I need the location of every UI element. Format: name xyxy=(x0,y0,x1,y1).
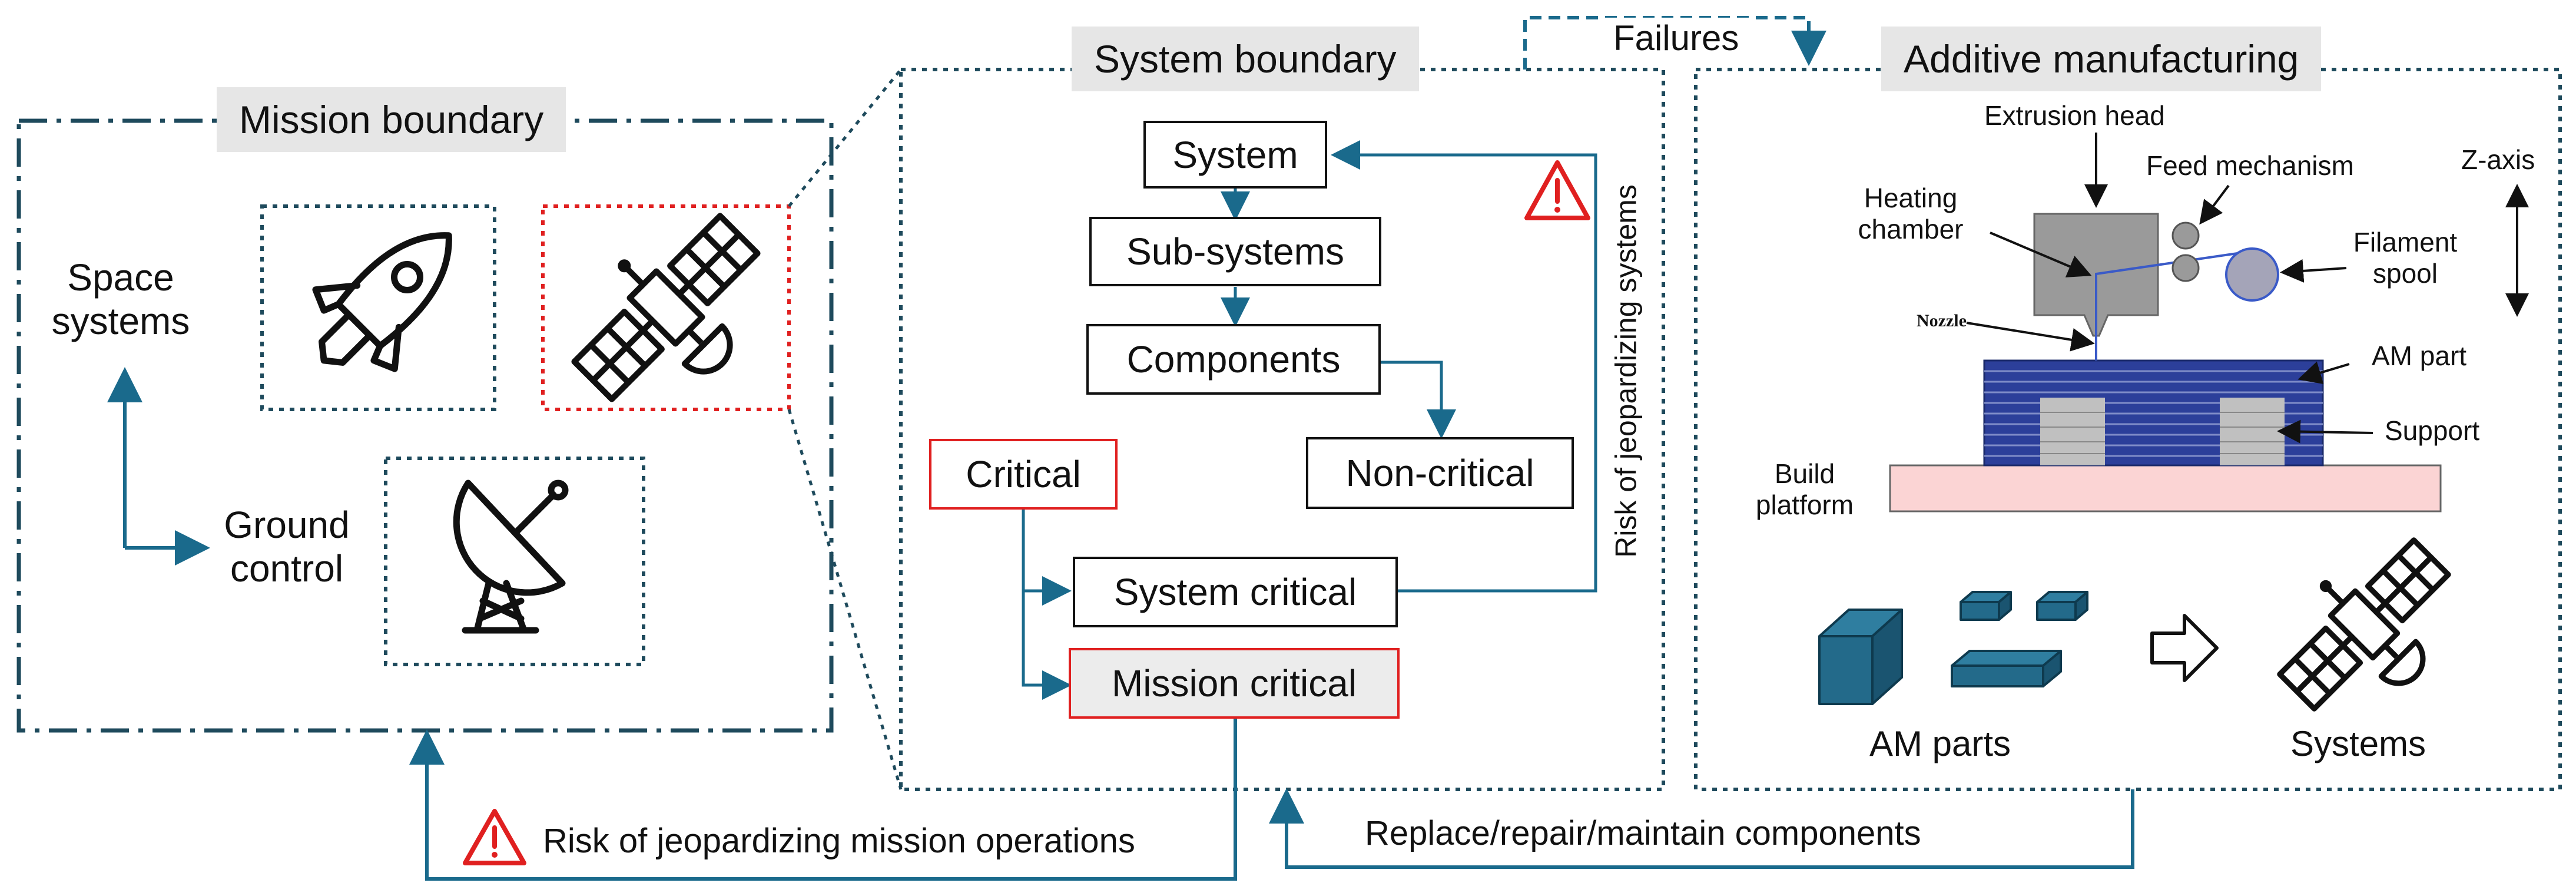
z-axis-label: Z-axis xyxy=(2461,144,2535,175)
rocket-frame xyxy=(260,204,496,411)
risk-mission-label: Risk of jeopardizing mission operations xyxy=(543,822,1135,860)
mission-boundary-frame xyxy=(16,118,834,733)
am-title: Additive manufacturing xyxy=(1881,27,2322,91)
am-parts-label: AM parts xyxy=(1869,724,2011,763)
ground-control-label: Ground control xyxy=(213,504,360,590)
subsystems-box: Sub-systems xyxy=(1089,217,1381,286)
build-line2: platform xyxy=(1755,489,1854,520)
satellite-icon xyxy=(571,213,761,402)
filament-spool-label: Filament spool xyxy=(2346,227,2464,289)
system-boundary-title: System boundary xyxy=(1072,27,1419,91)
space-line1: Space xyxy=(67,256,174,299)
support-right xyxy=(2220,398,2285,465)
warning-icon-bottom xyxy=(463,809,526,865)
nozzle-label: Nozzle xyxy=(1917,311,1967,330)
heating-line1: Heating xyxy=(1864,183,1958,213)
ground-antenna-icon xyxy=(453,480,569,634)
mission-critical-box: Mission critical xyxy=(1069,648,1400,719)
system-critical-box: System critical xyxy=(1073,557,1398,627)
risk-systems-loop xyxy=(1331,140,1597,593)
feed-roller-bottom xyxy=(2171,254,2200,282)
mission-boundary-title: Mission boundary xyxy=(217,87,566,152)
systems-label: Systems xyxy=(2290,724,2426,763)
heating-chamber-label: Heating chamber xyxy=(1837,183,1984,245)
failures-label: Failures xyxy=(1603,18,1750,58)
feed-mechanism-label: Feed mechanism xyxy=(2146,150,2354,181)
warning-icon xyxy=(1524,160,1590,220)
filament-line2: spool xyxy=(2373,257,2438,289)
critical-box: Critical xyxy=(929,439,1118,510)
satellite-frame xyxy=(541,204,791,411)
filament-spool xyxy=(2225,247,2279,302)
support-label: Support xyxy=(2385,415,2480,446)
am-parts-icon xyxy=(1818,591,2088,705)
zoom-line-bottom xyxy=(787,409,903,790)
rocket-icon xyxy=(312,232,452,372)
am-part-label: AM part xyxy=(2372,340,2467,371)
components-box: Components xyxy=(1086,324,1381,395)
replace-arrow xyxy=(1269,788,2134,869)
build-platform-label: Build platform xyxy=(1731,458,1878,521)
space-systems-label: Space systems xyxy=(44,256,197,343)
build-line1: Build xyxy=(1774,458,1835,489)
ground-line1: Ground xyxy=(224,504,350,546)
noncritical-box: Non-critical xyxy=(1306,437,1574,509)
systems-satellite-icon xyxy=(2277,537,2451,712)
risk-systems-label: Risk of jeopardizing systems xyxy=(1609,184,1643,558)
zoom-line-top xyxy=(788,68,902,207)
support-left xyxy=(2040,398,2105,465)
system-box: System xyxy=(1143,121,1327,189)
extrusion-head-label: Extrusion head xyxy=(1984,100,2165,131)
space-line2: systems xyxy=(51,299,190,342)
risk-mission-arrow xyxy=(409,718,1237,881)
feed-roller-top xyxy=(2171,221,2200,250)
hollow-right-arrow xyxy=(2150,614,2219,682)
antenna-frame xyxy=(384,457,645,666)
replace-label: Replace/repair/maintain components xyxy=(1365,814,1921,852)
filament-line1: Filament xyxy=(2353,227,2458,257)
build-platform xyxy=(1889,464,2442,513)
ground-line2: control xyxy=(230,547,344,590)
heating-line2: chamber xyxy=(1858,213,1964,244)
am-boundary-frame xyxy=(1694,68,2562,791)
